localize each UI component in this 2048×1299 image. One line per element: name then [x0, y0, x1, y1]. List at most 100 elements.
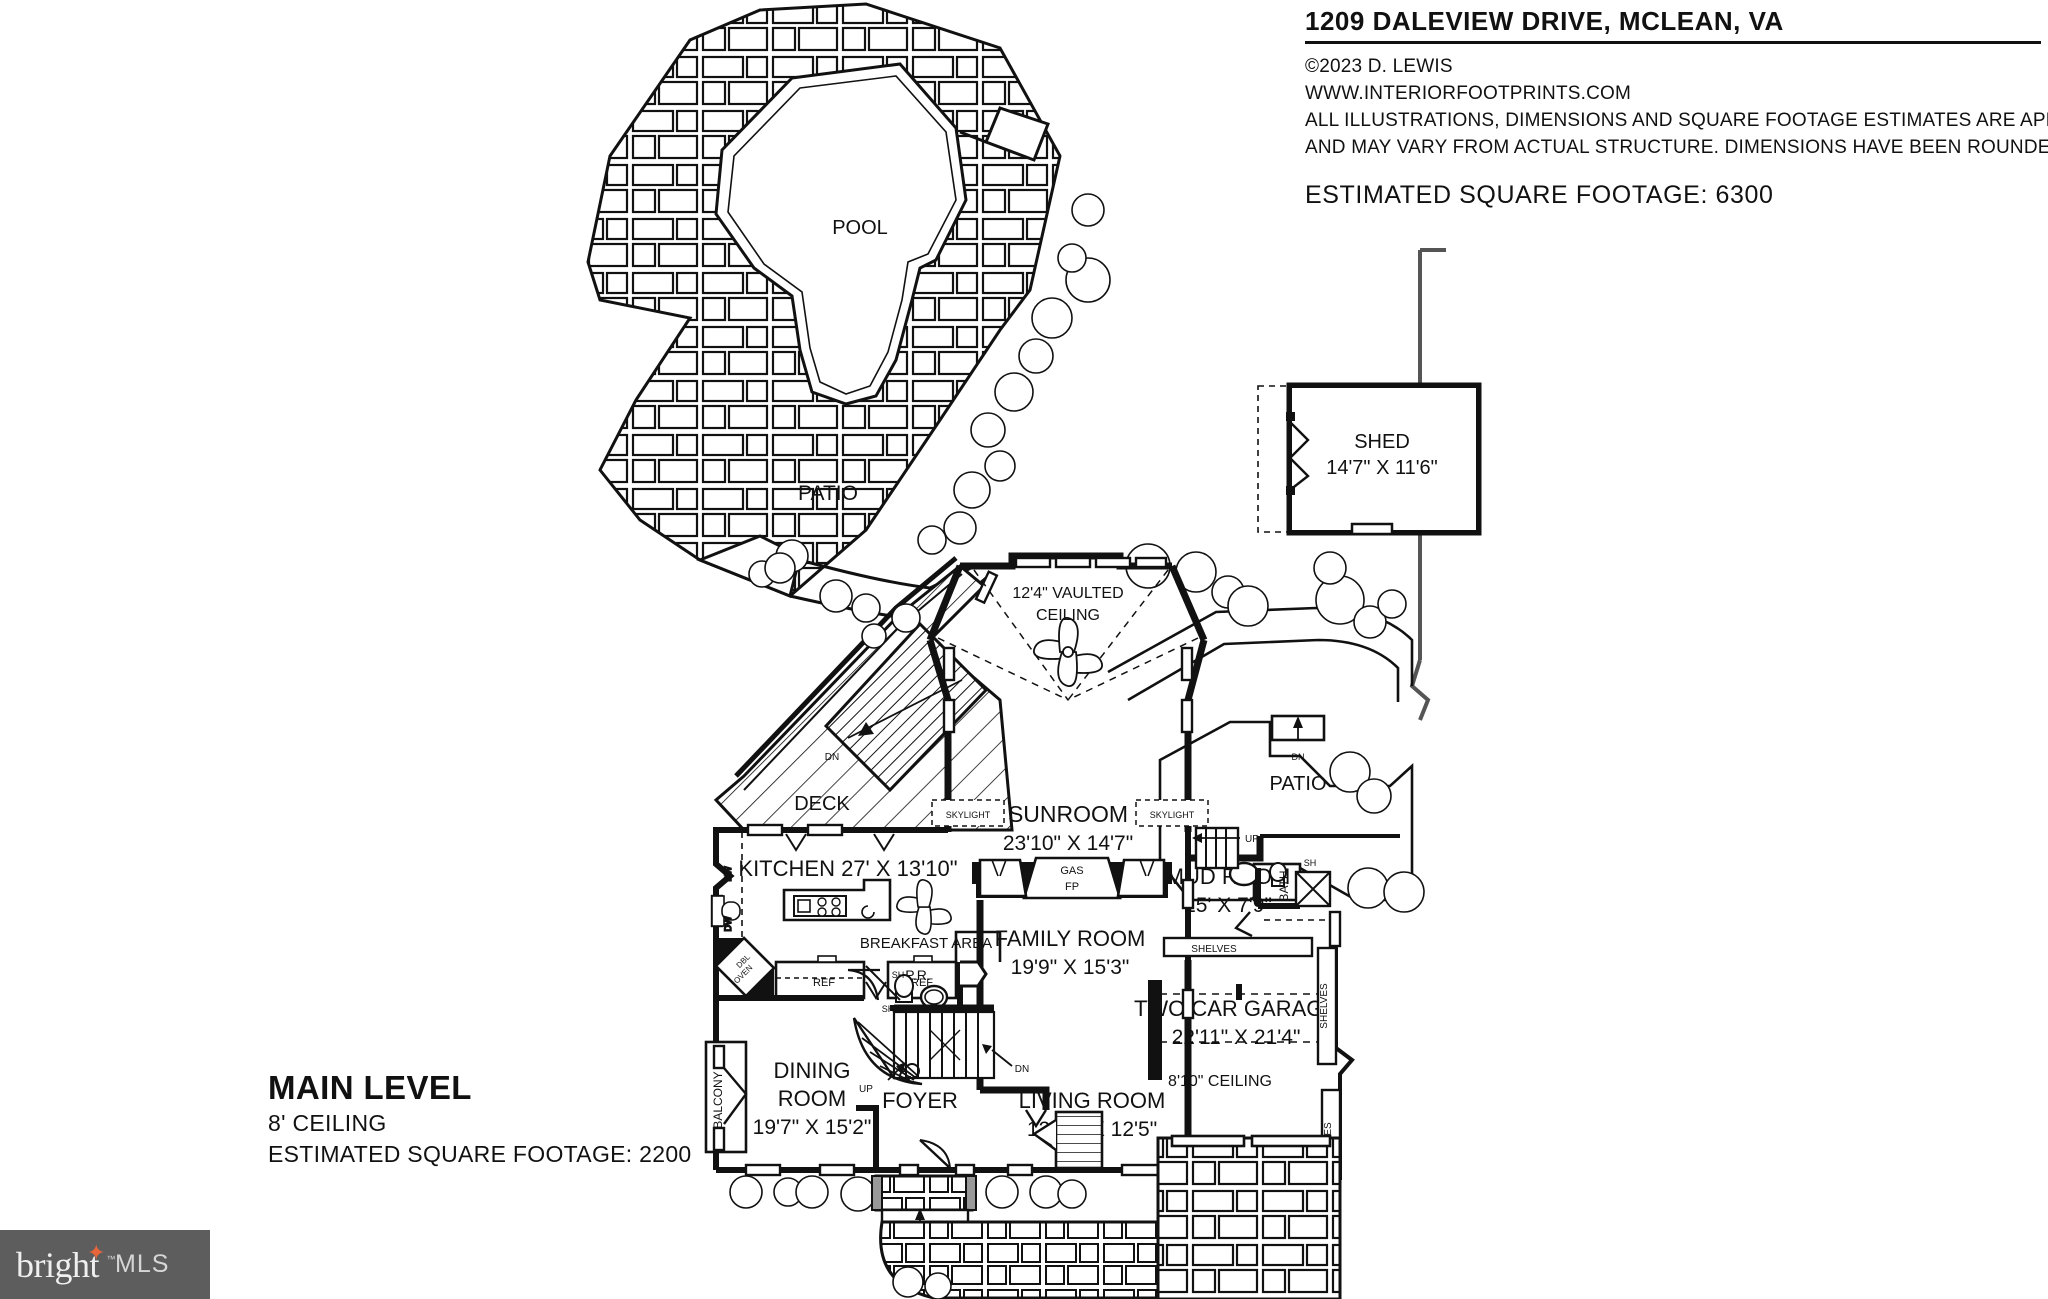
annotation-sh-2: SH — [892, 970, 905, 980]
room-dims-sunroom: 23'10" X 14'7" — [1003, 832, 1133, 855]
living-room-group: LIVING ROOM 12'10" X 12'5" — [1019, 1088, 1166, 1170]
trademark-icon: ™ — [106, 1253, 116, 1264]
annotation-up-mud: UP — [1245, 834, 1259, 845]
annotation-up-stair: UP — [859, 1084, 873, 1095]
mls-suffix-label: MLS — [115, 1250, 170, 1278]
skylight-right: SKYLIGHT — [1135, 799, 1209, 827]
room-dims-mud: 15' X 7'9" — [1184, 894, 1272, 917]
pr-door-nook — [960, 960, 988, 988]
shed-window — [1350, 522, 1394, 536]
room-dims-garage: 22'11" X 21'4" — [1172, 1026, 1301, 1049]
annotation-garage-ceiling: 8'10" CEILING — [1168, 1073, 1272, 1090]
shrub-cluster-deck — [764, 552, 921, 649]
room-label-family: FAMILY ROOM — [995, 926, 1146, 951]
shrub-walkway-2 — [924, 1272, 952, 1299]
room-label-patio-rear: PATIO — [798, 482, 858, 505]
sunroom-nw-angle — [926, 564, 964, 642]
annotation-skylight-right: SKYLIGHT — [1150, 810, 1195, 820]
mls-brand-label: bright — [16, 1244, 100, 1285]
balcony-door-bottom — [712, 1126, 726, 1152]
garage-window — [1328, 910, 1342, 948]
shrub-cluster-right — [1125, 543, 1407, 814]
annotation-dn-patio: DN — [1292, 752, 1305, 762]
room-dims-dining: 19'7" X 15'2" — [753, 1116, 872, 1139]
shelves-vertical-1: SHELVES — [1316, 946, 1338, 1066]
annotation-shelves-2: SHELVES — [1319, 983, 1330, 1029]
main-staircase: UP DN SH SH — [847, 965, 1029, 1095]
mls-brand-text: bright ✦ ™ — [16, 1241, 115, 1285]
mud-garage-door — [1234, 911, 1253, 938]
driveway-pavers — [1156, 1136, 1342, 1299]
garage-door-1 — [1170, 1134, 1246, 1148]
ceiling-fan-sunroom — [1033, 617, 1103, 687]
foyer-door-swing — [919, 1139, 951, 1169]
room-label-dining-2: ROOM — [778, 1086, 846, 1111]
family-room-south-wall — [980, 1086, 1050, 1110]
refrigerator-1: REF — [774, 955, 866, 1000]
annotation-ref-1: REF — [813, 977, 835, 989]
foyer-wall — [856, 1105, 879, 1170]
sunroom-ne-angle — [1168, 564, 1208, 642]
stair-newel — [899, 1063, 920, 1082]
balcony-door-swing — [723, 1067, 748, 1125]
pool-diving-board — [959, 106, 1050, 162]
level-ceiling-height: 8' CEILING — [268, 1110, 387, 1136]
skylight-left: SKYLIGHT — [931, 799, 1005, 827]
family-east-heavy-wall — [1148, 980, 1162, 1080]
east-wall-details — [1181, 878, 1195, 1020]
room-dims-shed: 14'7" X 11'6" — [1326, 457, 1438, 479]
foyer-group: FOYER — [856, 1088, 958, 1170]
front-windows — [744, 1163, 1160, 1177]
annotation-gas-line2: FP — [1065, 881, 1079, 893]
total-square-footage: ESTIMATED SQUARE FOOTAGE: 6300 — [1305, 181, 1774, 209]
shrub-walkway-1 — [892, 1266, 924, 1298]
annotation-sh-3: SH — [1304, 858, 1317, 868]
sunroom-windows — [942, 556, 1194, 734]
level-name: MAIN LEVEL — [268, 1069, 472, 1106]
driveway-group — [1156, 1134, 1342, 1299]
shrub-cluster-pool — [748, 193, 1111, 588]
room-label-living: LIVING ROOM — [1019, 1088, 1166, 1113]
foyer-door-arc — [919, 1139, 951, 1169]
bath-group: BATH SH — [1255, 858, 1332, 909]
header-block: 1209 DALEVIEW DRIVE, MCLEAN, VA ©2023 D.… — [1305, 6, 2048, 210]
pool-coping — [727, 75, 957, 395]
room-label-breakfast: BREAKFAST AREA — [860, 935, 992, 952]
annotation-balcony: BALCONY — [711, 1071, 725, 1128]
shed-overhang — [1257, 385, 1291, 533]
level-square-footage: ESTIMATED SQUARE FOOTAGE: 2200 — [268, 1141, 692, 1167]
kitchen-group: KITCHEN 27' X 13'10" DW DW BREA — [711, 832, 992, 1001]
disclaimer-line-2: AND MAY VARY FROM ACTUAL STRUCTURE. DIME… — [1305, 137, 2048, 158]
annotation-ref-2: REF — [911, 977, 933, 989]
mud-room-stairs: UP — [1192, 826, 1259, 870]
pool-shape — [714, 62, 968, 406]
disclaimer-line-1: ALL ILLUSTRATIONS, DIMENSIONS AND SQUARE… — [1305, 110, 2048, 131]
patio-walkway-edge — [799, 558, 976, 590]
annotation-sh-1: SH — [882, 1004, 895, 1014]
annotation-gas-line1: GAS — [1060, 865, 1083, 877]
annotation-vaulted-line1: 12'4" VAULTED — [1012, 585, 1123, 602]
room-label-patio-side: PATIO — [1269, 773, 1326, 795]
room-label-shed: SHED — [1354, 431, 1410, 453]
garage-door-2 — [1250, 1134, 1332, 1148]
shelves-horizontal: SHELVES — [1162, 936, 1314, 958]
closet-door-2 — [865, 965, 901, 1001]
room-label-garage: TWO CAR GARAGE — [1134, 996, 1338, 1021]
balcony-group: BALCONY — [704, 1040, 748, 1154]
garage-post — [1236, 984, 1242, 1000]
balcony-shape — [704, 1040, 748, 1154]
shed-post-top — [1286, 412, 1295, 421]
page-title: 1209 DALEVIEW DRIVE, MCLEAN, VA — [1305, 6, 1784, 36]
balcony-door-top — [712, 1044, 726, 1070]
annotation-skylight-left: SKYLIGHT — [946, 810, 991, 820]
pool-patio-group: POOL PATIO — [586, 2, 1062, 620]
mud-room-group: MUD ROOM 15' X 7'9" BATH SH SHELVES — [1162, 826, 1400, 958]
annotation-dn-deck: DN — [825, 752, 839, 763]
pr-closet — [954, 930, 1002, 962]
room-label-foyer: FOYER — [882, 1088, 958, 1113]
family-room-group: FAMILY ROOM 19'9" X 15'3" — [976, 900, 1146, 1129]
kitchen-opening — [865, 981, 887, 1000]
annotation-bath: BATH — [1277, 870, 1291, 901]
shrub-cluster-front — [729, 1175, 1087, 1212]
